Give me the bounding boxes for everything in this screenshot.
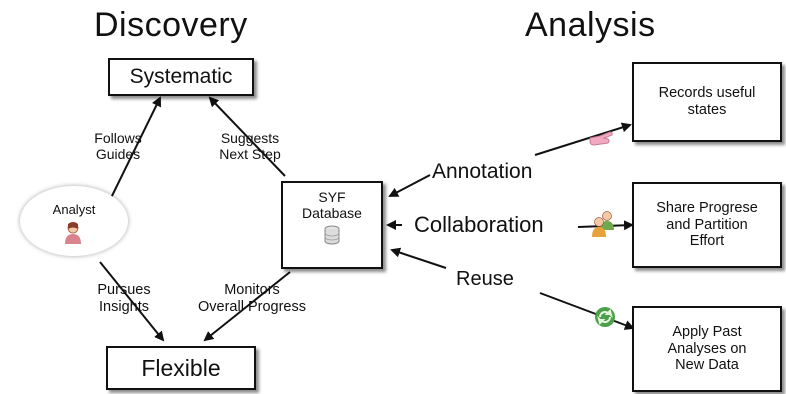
arrow-annotation-to-records <box>534 122 632 156</box>
recycle-icon <box>595 307 615 327</box>
database-icon <box>324 225 340 245</box>
records-useful-states-box: Records useful states <box>632 62 782 142</box>
discovery-heading: Discovery <box>94 6 248 44</box>
arrow-reuse-to-db <box>390 247 447 269</box>
share-progress-box: Share Progrese and Partition Effort <box>632 182 782 268</box>
suggests-next-step-label: Suggests Next Step <box>219 130 281 163</box>
flexible-box: Flexible <box>106 346 256 390</box>
arrow-annotation-to-db <box>388 174 431 197</box>
pursues-insights-label: Pursues Insights <box>97 282 151 315</box>
people-icon <box>592 211 614 237</box>
share-progress-label: Share Progrese and Partition Effort <box>656 199 758 250</box>
person-icon <box>65 222 81 244</box>
follows-guides-label: Follows Guides <box>94 130 142 163</box>
reuse-label: Reuse <box>456 268 514 290</box>
apply-past-analyses-box: Apply Past Analyses on New Data <box>632 306 782 392</box>
syf-database-label: SYF Database <box>302 189 362 222</box>
analysis-heading: Analysis <box>525 6 656 44</box>
monitors-overall-progress-label: Monitors Overall Progress <box>198 282 306 315</box>
hand-pointer-icon <box>589 131 613 146</box>
flexible-label: Flexible <box>141 354 221 381</box>
systematic-label: Systematic <box>129 65 233 88</box>
analyst-node <box>20 186 128 256</box>
systematic-box: Systematic <box>108 58 254 96</box>
annotation-label: Annotation <box>432 160 533 183</box>
records-useful-states-label: Records useful states <box>658 85 756 118</box>
arrow-reuse-to-apply <box>539 292 635 330</box>
collaboration-label: Collaboration <box>414 212 544 237</box>
apply-past-analyses-label: Apply Past Analyses on New Data <box>667 323 747 374</box>
syf-database-box: SYF Database <box>281 181 383 269</box>
analyst-label: Analyst <box>52 202 96 217</box>
